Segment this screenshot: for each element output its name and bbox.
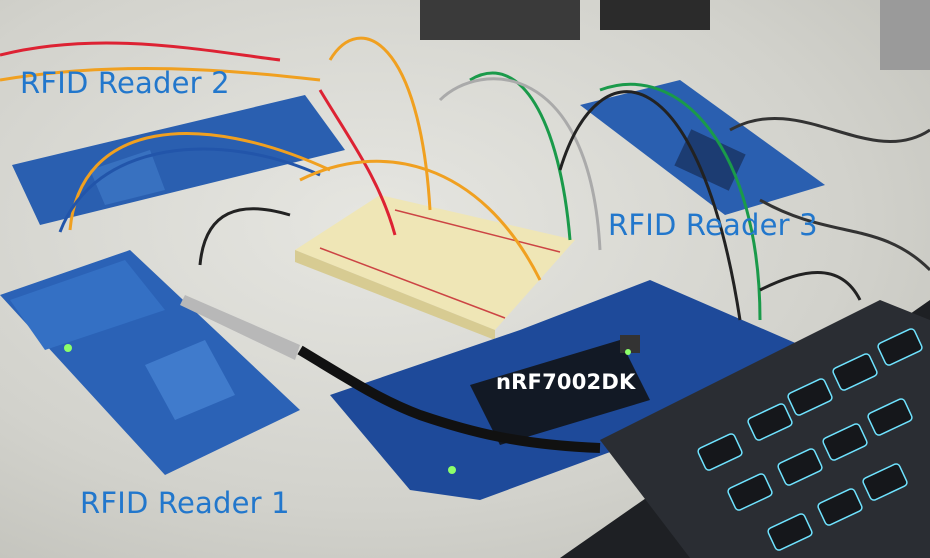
devkit-header-strip [470,340,650,445]
laptop-keys [697,328,923,551]
jumper-wires [0,36,930,321]
top-device-left [420,0,580,40]
rfid-reader-1-board [0,250,300,475]
breadboard-rail-top [394,209,561,253]
label-nrf7002dk: nRF7002DK [496,370,636,394]
breadboard-edge [295,250,495,340]
alligator-clip [180,295,300,360]
devkit-led-2 [625,349,631,355]
label-rfid-reader-1: RFID Reader 1 [80,486,290,520]
rfid-reader-1-logo [145,340,235,420]
rfid-reader-2-board [12,95,345,225]
breadboard [295,195,575,330]
top-right-object [880,0,930,70]
top-device-right [600,0,710,30]
devkit-chip [620,335,640,353]
breadboard-rail-red [319,247,506,319]
black-cable [297,345,601,453]
label-rfid-reader-3: RFID Reader 3 [608,208,818,242]
label-rfid-reader-2: RFID Reader 2 [20,66,230,100]
devkit-led [448,466,456,474]
rfid-reader-2-logo [90,150,165,205]
rfid-reader-1-circuit [10,260,165,350]
reader-1-led [64,344,72,352]
rfid-reader-3-header [674,129,746,191]
